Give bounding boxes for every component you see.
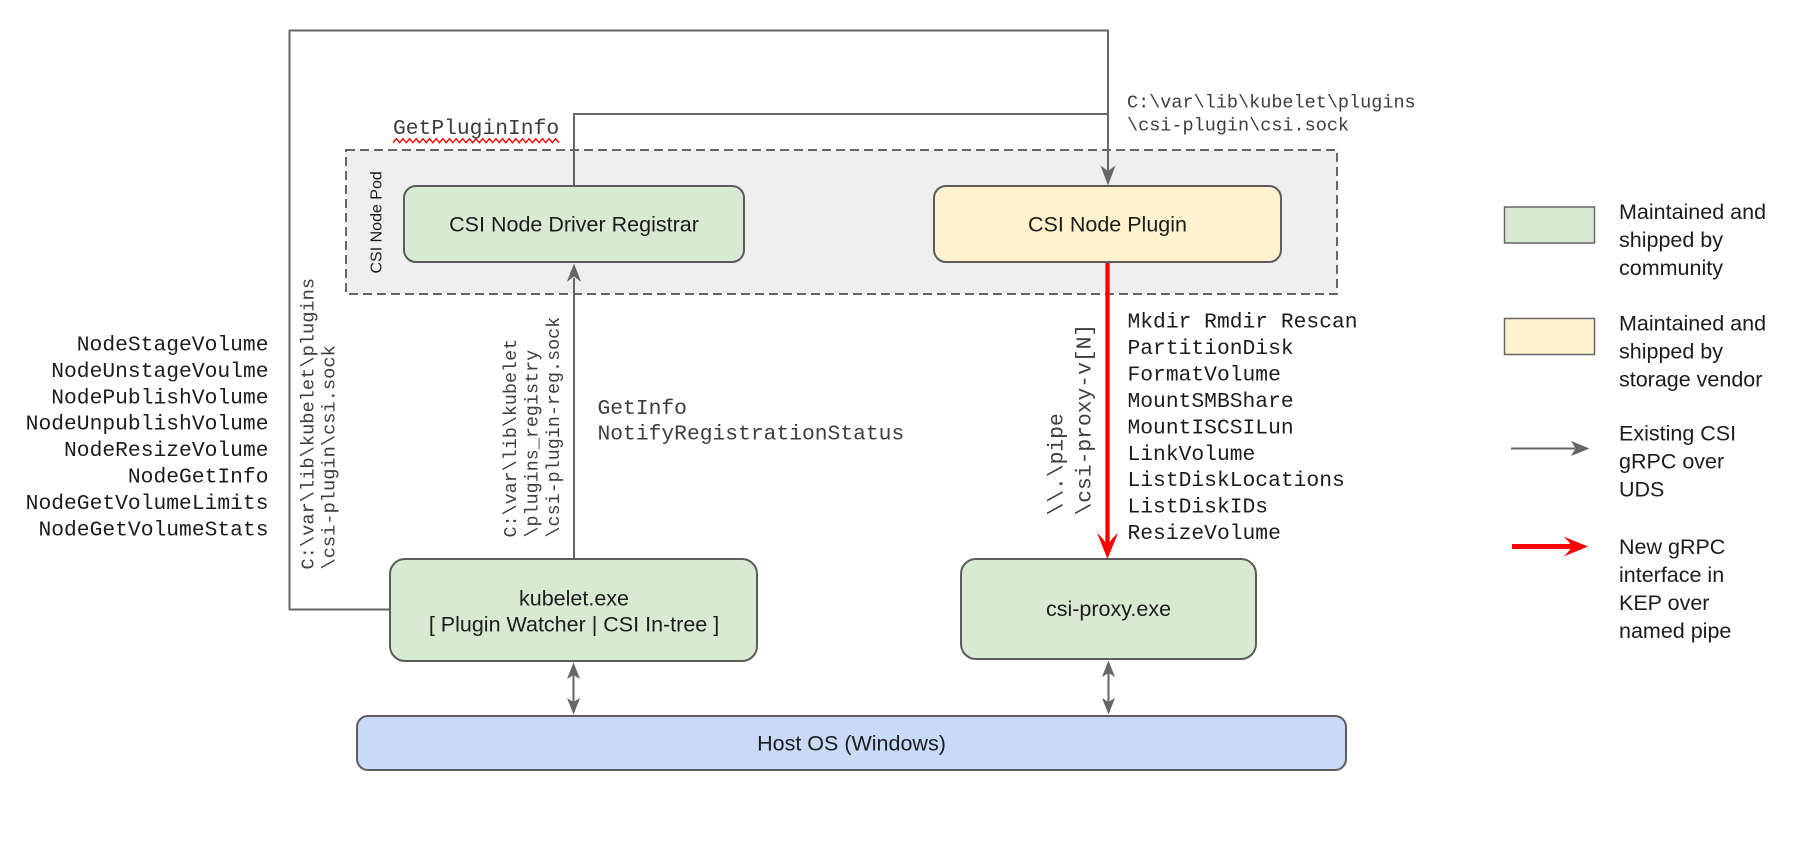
svg-text:Existing CSI: Existing CSI bbox=[1619, 422, 1736, 446]
svg-text:C:\var\lib\kubelet\plugins: C:\var\lib\kubelet\plugins bbox=[298, 278, 320, 570]
svg-text:CSI Node Pod: CSI Node Pod bbox=[369, 171, 386, 273]
svg-text:NodeGetVolumeStats: NodeGetVolumeStats bbox=[38, 518, 268, 542]
svg-text:NotifyRegistrationStatus: NotifyRegistrationStatus bbox=[598, 423, 905, 447]
svg-text:C:\var\lib\kubelet\plugins: C:\var\lib\kubelet\plugins bbox=[1127, 93, 1416, 114]
svg-text:GetInfo: GetInfo bbox=[598, 397, 687, 421]
svg-text:NodeGetVolumeLimits: NodeGetVolumeLimits bbox=[26, 492, 269, 516]
svg-text:GetPluginInfo: GetPluginInfo bbox=[393, 117, 559, 141]
svg-text:interface in: interface in bbox=[1619, 563, 1724, 587]
svg-text:NodeResizeVolume: NodeResizeVolume bbox=[64, 439, 268, 463]
svg-text:ResizeVolume: ResizeVolume bbox=[1128, 522, 1281, 546]
svg-text:MountSMBShare: MountSMBShare bbox=[1128, 390, 1294, 414]
svg-text:community: community bbox=[1619, 256, 1723, 280]
svg-text:NodePublishVolume: NodePublishVolume bbox=[51, 386, 268, 410]
svg-text:\csi-proxy-v[N]: \csi-proxy-v[N] bbox=[1074, 324, 1098, 516]
svg-text:FormatVolume: FormatVolume bbox=[1128, 363, 1281, 387]
svg-text:New gRPC: New gRPC bbox=[1619, 535, 1725, 559]
svg-text:Maintained and: Maintained and bbox=[1619, 312, 1766, 336]
svg-text:MountISCSILun: MountISCSILun bbox=[1128, 416, 1294, 440]
svg-text:CSI Node Driver Registrar: CSI Node Driver Registrar bbox=[449, 213, 699, 237]
svg-text:NodeGetInfo: NodeGetInfo bbox=[128, 466, 269, 490]
svg-text:\plugins_registry: \plugins_registry bbox=[523, 350, 544, 538]
svg-text:LinkVolume: LinkVolume bbox=[1128, 443, 1256, 467]
svg-text:\csi-plugin\csi.sock: \csi-plugin\csi.sock bbox=[319, 345, 341, 569]
svg-text:KEP over: KEP over bbox=[1619, 591, 1709, 615]
svg-text:shipped by: shipped by bbox=[1619, 228, 1723, 252]
svg-text:kubelet.exe: kubelet.exe bbox=[519, 587, 629, 611]
svg-text:named pipe: named pipe bbox=[1619, 619, 1731, 643]
svg-text:\csi-plugin-reg.sock: \csi-plugin-reg.sock bbox=[544, 317, 565, 538]
svg-text:Mkdir Rmdir Rescan: Mkdir Rmdir Rescan bbox=[1128, 311, 1358, 335]
svg-text:C:\var\lib\kubelet: C:\var\lib\kubelet bbox=[501, 339, 522, 538]
svg-text:NodeUnstageVoulme: NodeUnstageVoulme bbox=[51, 360, 268, 384]
svg-text:CSI Node Plugin: CSI Node Plugin bbox=[1028, 213, 1187, 237]
svg-text:gRPC over: gRPC over bbox=[1619, 450, 1724, 474]
svg-text:ListDiskIDs: ListDiskIDs bbox=[1128, 496, 1269, 520]
svg-text:ListDiskLocations: ListDiskLocations bbox=[1128, 469, 1345, 493]
svg-text:Host OS (Windows): Host OS (Windows) bbox=[757, 732, 946, 756]
svg-text:\\.\pipe: \\.\pipe bbox=[1046, 413, 1070, 515]
svg-text:NodeStageVolume: NodeStageVolume bbox=[77, 334, 269, 358]
svg-text:storage vendor: storage vendor bbox=[1619, 368, 1762, 392]
svg-text:[ Plugin Watcher | CSI In-tree: [ Plugin Watcher | CSI In-tree ] bbox=[429, 613, 719, 637]
svg-text:PartitionDisk: PartitionDisk bbox=[1128, 337, 1294, 361]
svg-text:Maintained and: Maintained and bbox=[1619, 200, 1766, 224]
svg-text:UDS: UDS bbox=[1619, 478, 1664, 502]
svg-text:shipped by: shipped by bbox=[1619, 340, 1723, 364]
svg-text:NodeUnpublishVolume: NodeUnpublishVolume bbox=[26, 413, 269, 437]
svg-text:\csi-plugin\csi.sock: \csi-plugin\csi.sock bbox=[1127, 116, 1349, 137]
svg-text:csi-proxy.exe: csi-proxy.exe bbox=[1046, 597, 1171, 621]
